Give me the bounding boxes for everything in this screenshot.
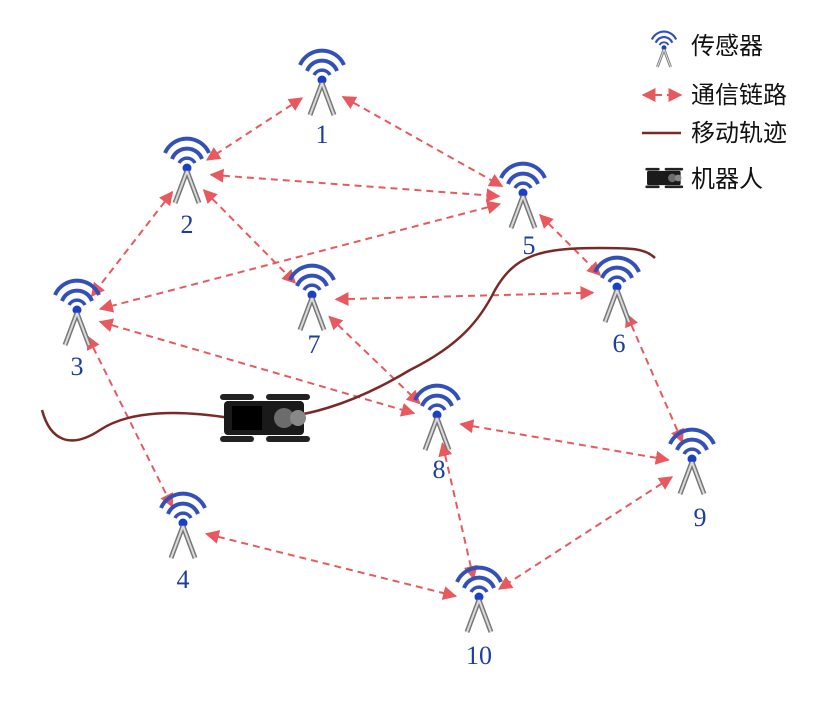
link-7-8 — [328, 315, 421, 405]
sensor-label-2: 2 — [181, 210, 194, 239]
sensor-node-1: 1 — [300, 51, 344, 149]
sensor-node-9: 9 — [670, 430, 714, 532]
sensor-label-4: 4 — [177, 565, 190, 594]
sensor-label-10: 10 — [466, 641, 492, 670]
link-9-10 — [497, 476, 674, 590]
sensor-icon — [300, 51, 344, 115]
sensor-icon — [501, 164, 545, 228]
sensor-node-7: 7 — [290, 266, 334, 359]
communication-links — [86, 95, 684, 600]
sensor-label-3: 3 — [71, 352, 84, 381]
sensor-label-8: 8 — [433, 455, 446, 484]
sensor-node-2: 2 — [165, 139, 209, 239]
sensor-node-8: 8 — [415, 386, 459, 484]
link-6-9 — [625, 312, 684, 444]
link-2-3 — [90, 190, 174, 298]
sensor-label-9: 9 — [694, 503, 707, 532]
link-5-6 — [538, 213, 602, 277]
sensor-icon — [415, 386, 459, 450]
sensor-icon — [290, 266, 334, 330]
sensor-nodes: 1 2 3 4 5 6 7 8 9 10 — [55, 51, 714, 670]
legend-sensor-label: 传感器 — [691, 32, 763, 60]
sensor-label-1: 1 — [316, 120, 329, 149]
sensor-node-10: 10 — [457, 568, 501, 670]
link-4-10 — [204, 530, 458, 600]
sensor-icon — [55, 281, 99, 345]
sensor-node-6: 6 — [595, 258, 639, 358]
sensor-label-7: 7 — [308, 330, 321, 359]
link-7-6 — [334, 285, 595, 307]
legend-robot-icon — [645, 167, 684, 189]
link-3-8 — [98, 318, 416, 417]
sensor-label-5: 5 — [523, 231, 536, 260]
legend-robot-label: 机器人 — [691, 165, 763, 193]
sensor-node-4: 4 — [161, 494, 205, 594]
sensor-label-6: 6 — [613, 329, 626, 358]
link-8-9 — [459, 419, 670, 465]
link-5-3 — [98, 200, 502, 313]
sensor-icon — [595, 258, 639, 322]
link-1-5 — [341, 95, 504, 188]
legend-link-label: 通信链路 — [691, 81, 787, 109]
link-2-5 — [209, 168, 501, 203]
sensor-node-5: 5 — [501, 164, 545, 260]
link-1-2 — [205, 97, 304, 161]
link-8-10 — [438, 442, 478, 580]
robot-trajectory — [40, 246, 656, 442]
sensor-icon — [670, 430, 714, 494]
sensor-icon — [457, 568, 501, 632]
link-3-4 — [86, 335, 174, 508]
legend: 传感器 通信链路 移动轨迹 机器人 — [641, 30, 787, 193]
sensor-icon — [161, 494, 205, 558]
robot-icon — [220, 394, 310, 442]
legend-sensor-icon — [650, 30, 678, 69]
sensor-node-3: 3 — [55, 281, 99, 381]
legend-trajectory-label: 移动轨迹 — [691, 119, 787, 147]
